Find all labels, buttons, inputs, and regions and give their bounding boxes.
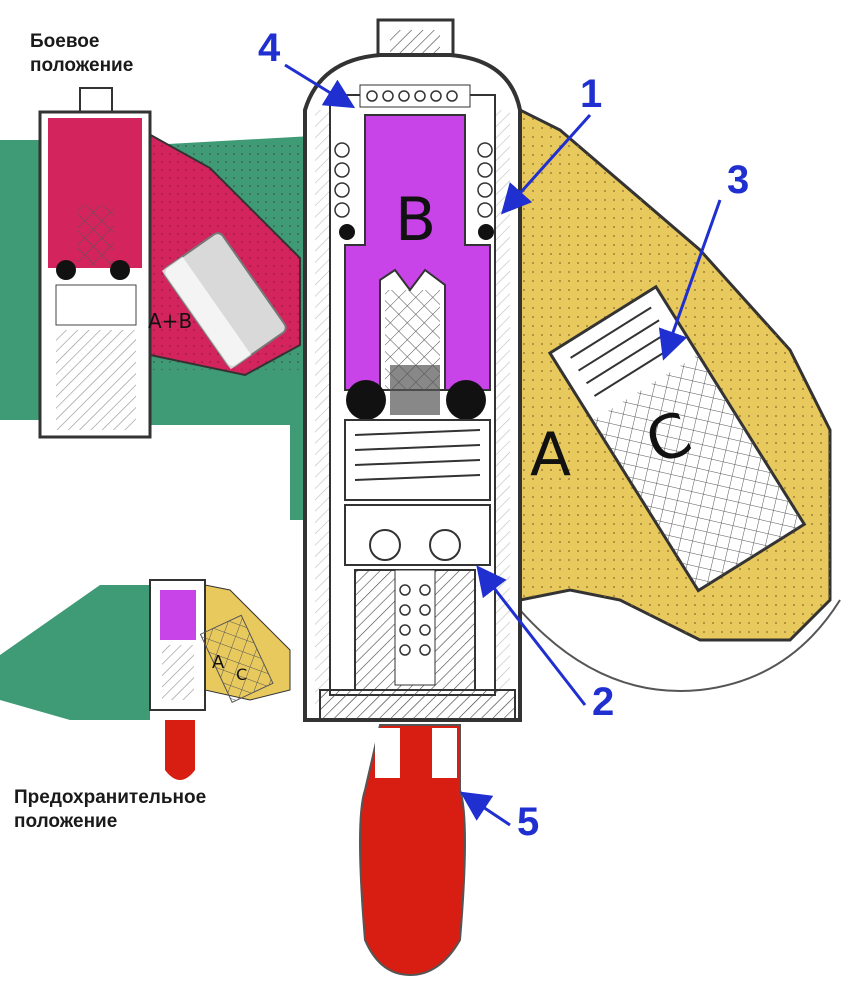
main-cross-section: [303, 18, 841, 977]
combat-caption-line2: положение: [30, 55, 134, 76]
chamber-label-b: B: [395, 185, 436, 255]
combat-position-diagram: [38, 87, 301, 439]
callout-5: 5: [517, 800, 540, 844]
safety-caption-line2: положение: [14, 811, 118, 832]
callout-3: 3: [727, 158, 750, 202]
callout-arrows: [284, 63, 722, 827]
combat-position-caption: Боевое положение: [30, 30, 133, 78]
safety-caption-line1: Предохранительное: [14, 787, 207, 808]
safety-position-diagram: [149, 579, 291, 780]
safety-label-c: C: [236, 665, 247, 684]
chamber-label-a: A: [530, 420, 571, 490]
callout-2: 2: [592, 680, 615, 724]
combat-caption-line1: Боевое: [30, 31, 100, 52]
chamber-label-ab: A+B: [148, 309, 192, 333]
safety-position-caption: Предохранительное положение: [14, 786, 206, 834]
callout-1: 1: [580, 72, 603, 116]
callout-4: 4: [258, 26, 281, 70]
safety-label-a: A: [212, 652, 225, 673]
